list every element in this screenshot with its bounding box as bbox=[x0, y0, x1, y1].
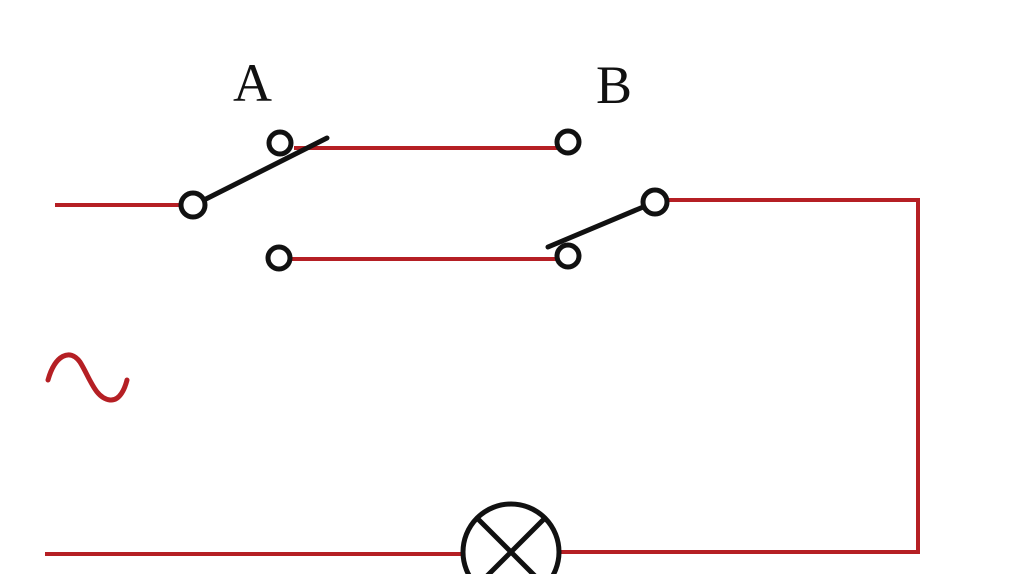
ac-source-icon bbox=[45, 352, 130, 403]
switch-b-lower-terminal bbox=[554, 242, 582, 270]
switch-b-common-terminal bbox=[640, 187, 670, 217]
switch-a-common-terminal bbox=[178, 190, 208, 220]
switch-b bbox=[545, 128, 670, 270]
wires bbox=[45, 146, 920, 556]
lamp-icon bbox=[460, 501, 562, 574]
switch-a-label: A bbox=[233, 53, 272, 113]
switch-a-lower-terminal bbox=[265, 244, 293, 272]
switch-a bbox=[178, 129, 330, 272]
wire-switch-b-to-lamp bbox=[558, 198, 920, 554]
switch-b-label: B bbox=[596, 55, 633, 115]
switch-b-upper-terminal bbox=[554, 128, 582, 156]
switch-a-upper-terminal bbox=[266, 129, 294, 157]
switch-b-lever bbox=[545, 199, 658, 250]
switch-a-lever bbox=[191, 135, 330, 208]
